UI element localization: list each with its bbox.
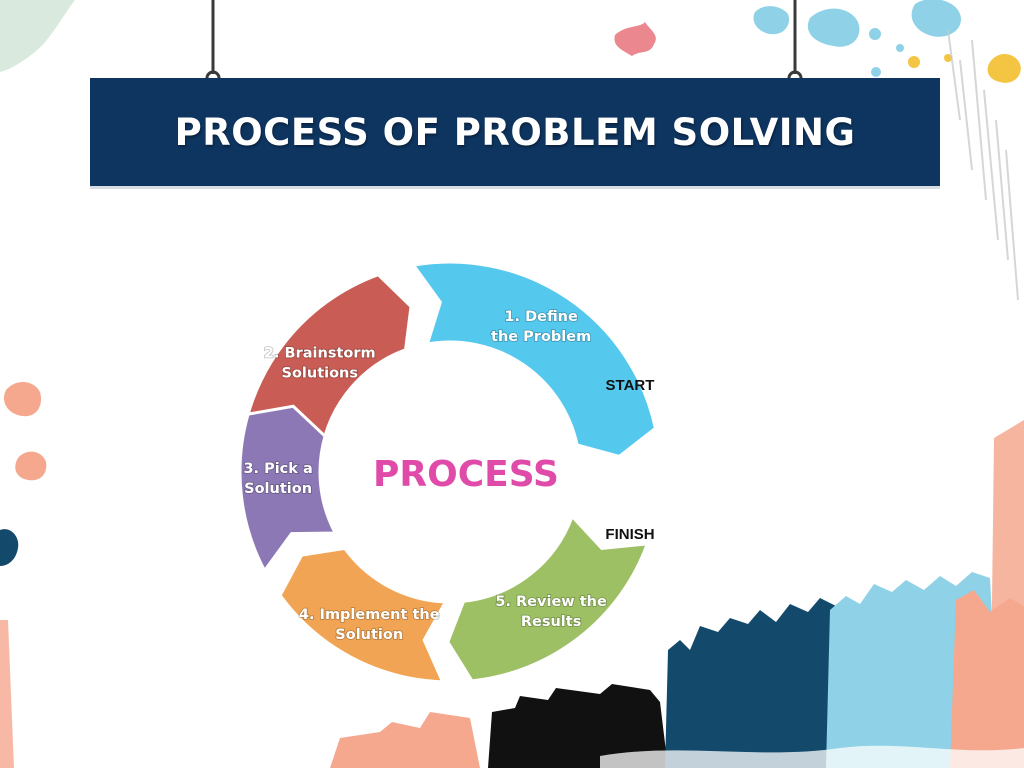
step-5-label-line: 5. Review the bbox=[495, 594, 607, 610]
page-title: PROCESS OF PROBLEM SOLVING bbox=[174, 110, 856, 154]
step-3-segment bbox=[238, 404, 338, 574]
yellow-splatter bbox=[987, 53, 1021, 83]
step-3-label-line: Solution bbox=[244, 481, 312, 497]
blue-splatter-3 bbox=[911, 0, 961, 37]
red-splatter bbox=[614, 22, 656, 56]
finish-label: FINISH bbox=[605, 526, 654, 543]
step-4-label-line: 4. Implement the bbox=[299, 607, 440, 623]
step-4-segment bbox=[278, 546, 448, 684]
yellow-dot-2 bbox=[944, 54, 952, 62]
peach-splatter-1 bbox=[3, 381, 42, 417]
peach-block bbox=[330, 712, 480, 768]
grey-brush-strokes bbox=[947, 29, 1019, 301]
start-label: START bbox=[606, 377, 655, 394]
green-splash bbox=[0, 0, 75, 72]
step-1-segment bbox=[410, 260, 658, 459]
center-label: PROCESS bbox=[373, 454, 559, 495]
yellow-dot-1 bbox=[908, 56, 920, 68]
blue-dot-3 bbox=[871, 67, 881, 77]
blue-splatter-1 bbox=[753, 6, 790, 35]
step-1-label: 1. Define the Problem bbox=[491, 309, 591, 345]
bottom-paint-strokes bbox=[330, 572, 1024, 768]
title-banner: PROCESS OF PROBLEM SOLVING bbox=[90, 78, 940, 186]
step-3-label-line: 3. Pick a bbox=[243, 461, 312, 477]
step-5-segment bbox=[446, 513, 650, 683]
step-1-label-line: the Problem bbox=[491, 329, 591, 345]
peach-block-right bbox=[950, 590, 1024, 768]
step-2-label-line: 2. Brainstorm bbox=[264, 346, 376, 362]
blue-dot-1 bbox=[869, 28, 881, 40]
navy-block bbox=[665, 598, 846, 768]
blue-dot-2 bbox=[896, 44, 904, 52]
peach-splatter-2 bbox=[15, 451, 47, 481]
navy-splatter-left bbox=[0, 529, 19, 566]
peach-strip-left bbox=[0, 620, 14, 768]
step-2-label-line: Solutions bbox=[282, 366, 359, 382]
white-brush-bottom bbox=[600, 745, 1024, 768]
black-block bbox=[488, 684, 668, 768]
step-1-label-line: 1. Define bbox=[504, 309, 578, 325]
blue-splatter-2 bbox=[807, 8, 860, 47]
step-4-label-line: Solution bbox=[335, 627, 403, 643]
step-5-label-line: Results bbox=[521, 614, 582, 630]
step-3-label: 3. Pick a Solution bbox=[243, 461, 312, 497]
